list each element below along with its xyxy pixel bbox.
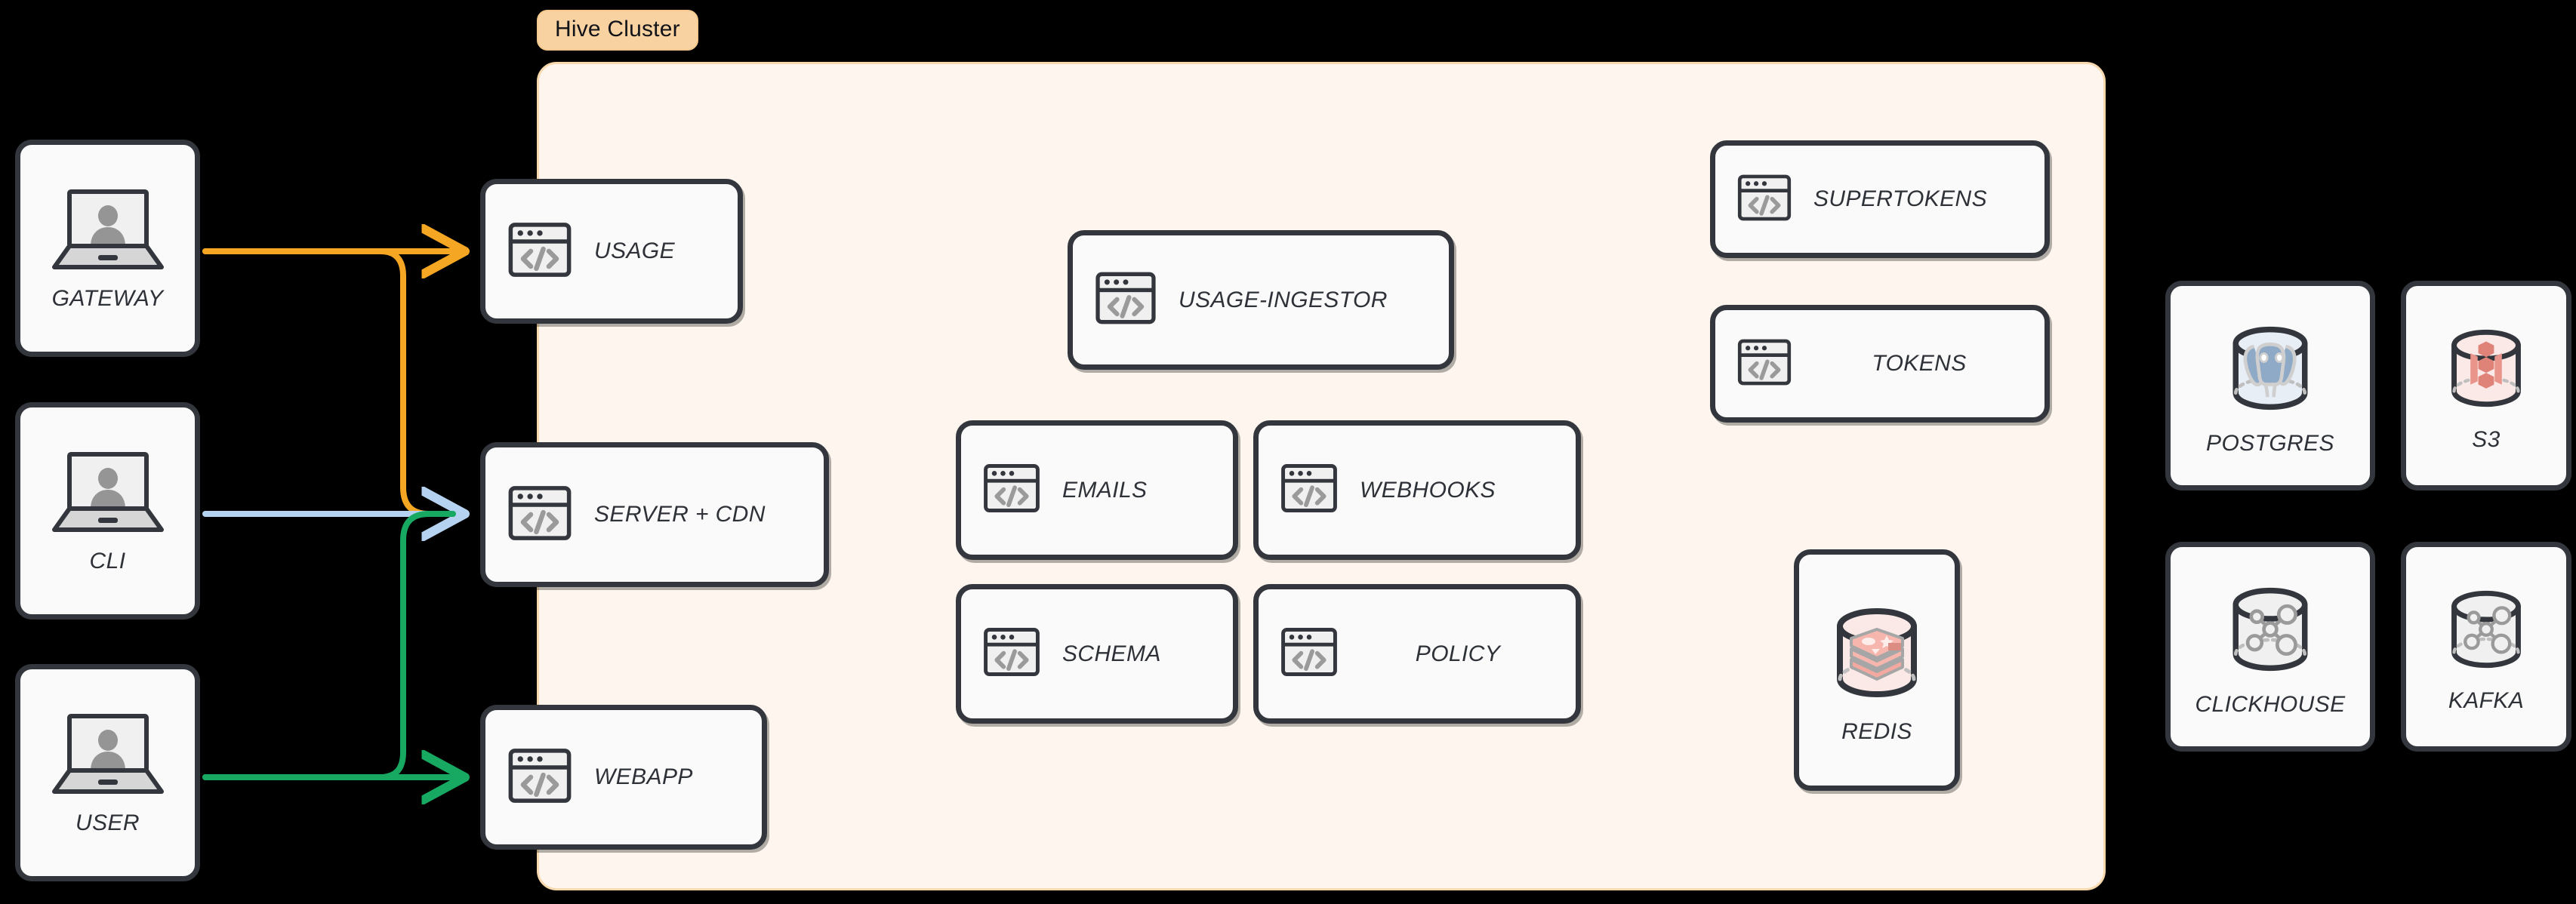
laptop-user-icon [51, 710, 165, 804]
client-node-cli[interactable]: CLI [15, 402, 200, 620]
code-window-icon [505, 215, 575, 288]
redis-database-icon [1820, 596, 1934, 713]
client-label: GATEWAY [51, 285, 164, 311]
service-label: USAGE-INGESTOR [1179, 287, 1388, 312]
s3-database-icon [2437, 319, 2535, 421]
service-node-supertokens[interactable]: SUPERTOKENS [1710, 140, 2050, 258]
code-window-icon [1735, 168, 1794, 231]
store-label: S3 [2472, 426, 2501, 452]
service-label: WEBAPP [594, 764, 693, 789]
service-label: WEBHOOKS [1360, 477, 1496, 503]
code-window-icon [1278, 457, 1340, 523]
store-node-postgres[interactable]: POSTGRES [2165, 281, 2375, 490]
service-node-usage[interactable]: USAGE [480, 179, 743, 324]
laptop-user-icon [51, 448, 165, 543]
service-label: SERVER + CDN [594, 502, 766, 527]
client-node-user[interactable]: USER [15, 664, 200, 881]
service-label: EMAILS [1062, 477, 1148, 503]
service-node-tokens[interactable]: TOKENS [1710, 305, 2050, 423]
laptop-user-icon [51, 186, 165, 280]
service-label: TOKENS [1872, 351, 1967, 376]
service-node-server-cdn[interactable]: SERVER + CDN [480, 442, 829, 587]
client-label: CLI [89, 548, 126, 573]
store-label: REDIS [1841, 718, 1912, 744]
wire-gateway-to-server-cdn [202, 248, 456, 517]
code-window-icon [1278, 621, 1340, 687]
store-node-kafka[interactable]: KAFKA [2401, 542, 2571, 752]
service-label: USAGE [594, 238, 676, 263]
store-node-s3[interactable]: S3 [2401, 281, 2571, 490]
store-label: CLICKHOUSE [2195, 691, 2346, 717]
store-node-clickhouse[interactable]: CLICKHOUSE [2165, 542, 2375, 752]
store-node-redis[interactable]: REDIS [1794, 549, 1960, 791]
kafka-database-icon [2437, 580, 2535, 682]
service-label: SCHEMA [1062, 641, 1161, 666]
store-label: KAFKA [2448, 687, 2525, 713]
client-label: USER [75, 810, 140, 835]
code-window-icon [505, 478, 575, 552]
service-node-schema[interactable]: SCHEMA [956, 584, 1238, 724]
code-window-icon [505, 741, 575, 814]
service-node-policy[interactable]: POLICY [1253, 584, 1581, 724]
service-label: POLICY [1415, 641, 1501, 666]
service-label: SUPERTOKENS [1813, 186, 1988, 211]
code-window-icon [981, 621, 1043, 687]
client-node-gateway[interactable]: GATEWAY [15, 140, 200, 357]
code-window-icon [1735, 333, 1794, 395]
hive-cluster-badge: Hive Cluster [537, 10, 698, 51]
postgres-database-icon [2217, 315, 2323, 425]
wire-user-to-server-cdn [202, 511, 456, 780]
code-window-icon [981, 457, 1043, 523]
store-label: POSTGRES [2206, 430, 2334, 456]
service-node-webhooks[interactable]: WEBHOOKS [1253, 420, 1581, 560]
service-node-usage-ingestor[interactable]: USAGE-INGESTOR [1068, 230, 1454, 370]
code-window-icon [1092, 265, 1159, 335]
service-node-emails[interactable]: EMAILS [956, 420, 1238, 560]
clickhouse-database-icon [2217, 577, 2323, 686]
service-node-webapp[interactable]: WEBAPP [480, 705, 767, 850]
